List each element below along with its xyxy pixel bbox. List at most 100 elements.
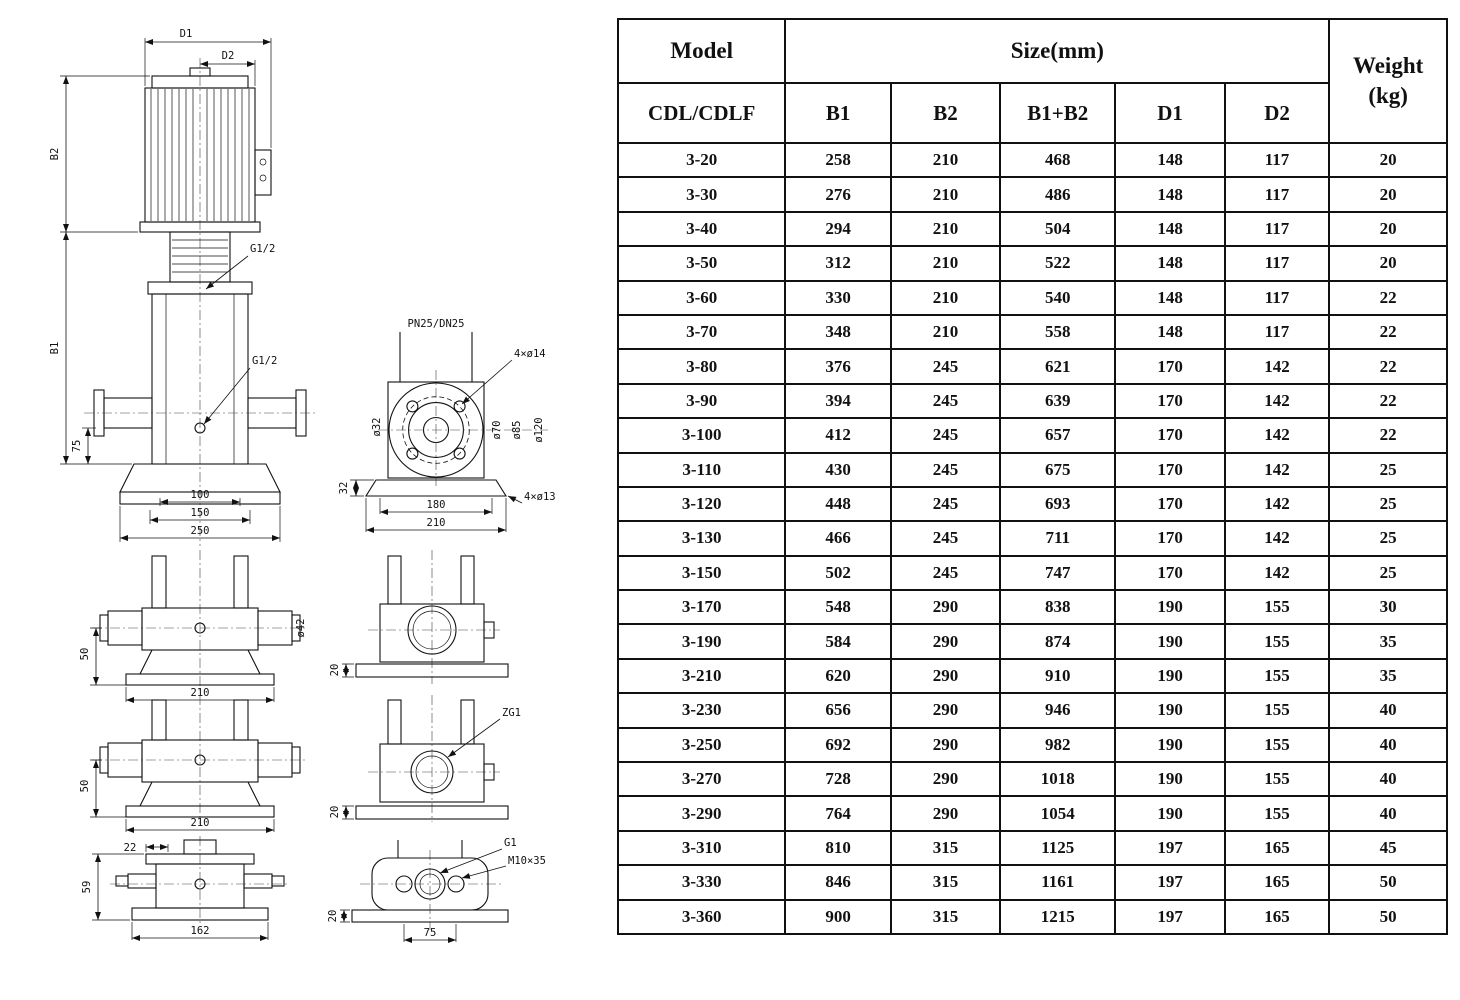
value-cell: 190 bbox=[1114, 589, 1226, 626]
value-cell: 1161 bbox=[999, 864, 1117, 901]
dim-label-20-b: 20 bbox=[329, 806, 341, 819]
dia-label-42: ø42 bbox=[295, 619, 307, 638]
model-cell: 3-290 bbox=[616, 795, 787, 832]
drawing-panel: D1 D2 B2 B1 G1/2 G1/2 75 100 bbox=[0, 0, 614, 1000]
model-cell: 3-130 bbox=[616, 520, 787, 557]
header-row-1: Model Size(mm) Weight (kg) bbox=[616, 18, 1448, 144]
value-cell: 764 bbox=[784, 795, 892, 832]
value-cell: 1215 bbox=[999, 898, 1117, 936]
dim-label-b2: B2 bbox=[49, 148, 61, 161]
model-cell: 3-150 bbox=[616, 554, 787, 592]
value-cell: 22 bbox=[1328, 279, 1448, 316]
model-cell: 3-250 bbox=[616, 726, 787, 764]
model-cell: 3-20 bbox=[616, 141, 787, 179]
value-cell: 22 bbox=[1328, 417, 1448, 454]
value-cell: 290 bbox=[889, 761, 1002, 798]
value-cell: 656 bbox=[784, 692, 892, 729]
value-cell: 22 bbox=[1328, 313, 1448, 351]
col-header-b1: B1 bbox=[784, 82, 892, 144]
value-cell: 394 bbox=[784, 382, 892, 420]
value-cell: 675 bbox=[999, 451, 1117, 488]
dim-label-75-b: 75 bbox=[424, 927, 437, 939]
value-cell: 558 bbox=[999, 313, 1117, 351]
value-cell: 148 bbox=[1114, 210, 1226, 248]
value-cell: 290 bbox=[889, 657, 1002, 695]
value-cell: 40 bbox=[1328, 726, 1448, 764]
value-cell: 245 bbox=[889, 520, 1002, 557]
model-cell: 3-330 bbox=[616, 864, 787, 901]
technical-drawing: D1 D2 B2 B1 G1/2 G1/2 75 100 bbox=[49, 28, 556, 943]
model-cell: 3-40 bbox=[616, 210, 787, 248]
value-cell: 142 bbox=[1223, 451, 1331, 488]
value-cell: 1054 bbox=[999, 795, 1117, 832]
dim-label-20-c: 20 bbox=[327, 910, 339, 923]
value-cell: 657 bbox=[999, 417, 1117, 454]
value-cell: 170 bbox=[1114, 485, 1226, 523]
value-cell: 692 bbox=[784, 726, 892, 764]
dim-label-32mm: 32 bbox=[338, 482, 350, 495]
value-cell: 40 bbox=[1328, 692, 1448, 729]
front-elevation-view bbox=[84, 58, 316, 546]
value-cell: 900 bbox=[784, 898, 892, 936]
value-cell: 290 bbox=[889, 795, 1002, 832]
dia-label-85: ø85 bbox=[511, 421, 523, 440]
value-cell: 1125 bbox=[999, 829, 1117, 867]
value-cell: 148 bbox=[1114, 313, 1226, 351]
value-cell: 210 bbox=[889, 176, 1002, 213]
value-cell: 165 bbox=[1223, 864, 1331, 901]
value-cell: 22 bbox=[1328, 382, 1448, 420]
value-cell: 502 bbox=[784, 554, 892, 592]
hole-label-4x14: 4×ø14 bbox=[514, 348, 546, 360]
value-cell: 874 bbox=[999, 623, 1117, 660]
flange-label-pn: PN25/DN25 bbox=[408, 318, 465, 330]
value-cell: 117 bbox=[1223, 279, 1331, 316]
value-cell: 245 bbox=[889, 451, 1002, 488]
value-cell: 468 bbox=[999, 141, 1117, 179]
base-side-view: 22 59 162 bbox=[81, 836, 290, 941]
value-cell: 22 bbox=[1328, 348, 1448, 385]
value-cell: 117 bbox=[1223, 313, 1331, 351]
dia-label-32: ø32 bbox=[371, 418, 383, 437]
dim-label-162: 162 bbox=[191, 925, 210, 937]
value-cell: 35 bbox=[1328, 623, 1448, 660]
dim-label-75: 75 bbox=[71, 440, 83, 453]
value-cell: 315 bbox=[889, 864, 1002, 901]
port-view-lower: ZG1 20 bbox=[329, 695, 521, 822]
value-cell: 190 bbox=[1114, 761, 1226, 798]
col-header-size: Size(mm) bbox=[784, 18, 1331, 84]
value-cell: 747 bbox=[999, 554, 1117, 592]
value-cell: 170 bbox=[1114, 520, 1226, 557]
value-cell: 639 bbox=[999, 382, 1117, 420]
value-cell: 245 bbox=[889, 348, 1002, 385]
value-cell: 148 bbox=[1114, 279, 1226, 316]
value-cell: 290 bbox=[889, 623, 1002, 660]
value-cell: 20 bbox=[1328, 210, 1448, 248]
value-cell: 430 bbox=[784, 451, 892, 488]
value-cell: 197 bbox=[1114, 898, 1226, 936]
value-cell: 290 bbox=[889, 726, 1002, 764]
model-cell: 3-210 bbox=[616, 657, 787, 695]
model-cell: 3-110 bbox=[616, 451, 787, 488]
dim-label-20-a: 20 bbox=[329, 664, 341, 677]
value-cell: 142 bbox=[1223, 348, 1331, 385]
value-cell: 170 bbox=[1114, 382, 1226, 420]
dim-label-150: 150 bbox=[191, 507, 210, 519]
value-cell: 1018 bbox=[999, 761, 1117, 798]
dim-label-50-a: 50 bbox=[79, 648, 91, 661]
col-header-weight: Weight (kg) bbox=[1328, 18, 1448, 144]
value-cell: 190 bbox=[1114, 623, 1226, 660]
value-cell: 290 bbox=[889, 589, 1002, 626]
value-cell: 412 bbox=[784, 417, 892, 454]
